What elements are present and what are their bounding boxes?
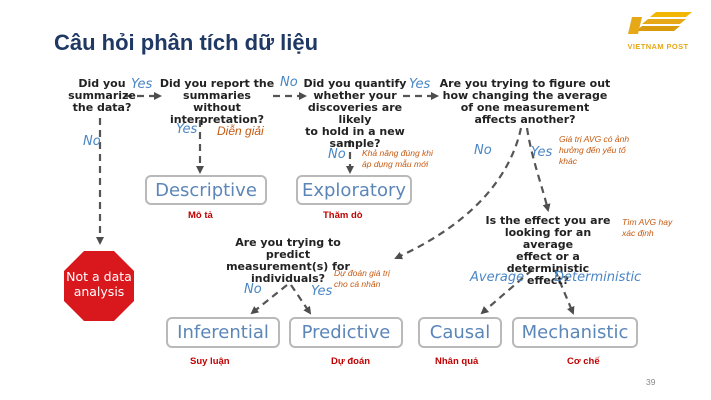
- answer-q1-yes: Yes: [131, 77, 153, 92]
- arrow-q5-to-mechanistic: [553, 269, 575, 315]
- arrow-q5-to-causal: [480, 269, 533, 315]
- box-causal: Causal: [418, 317, 502, 348]
- vn-label-descriptive: Mô tả: [188, 210, 213, 221]
- answer-q2-no: No: [280, 75, 298, 90]
- note-dien-giai: Diễn giải: [217, 124, 264, 138]
- logo-mark-icon: [628, 12, 692, 34]
- arrow-q4-to-q6: [394, 127, 523, 260]
- box-descriptive: Descriptive: [145, 175, 267, 205]
- vn-label-predictive: Dự đoán: [331, 356, 371, 367]
- page-number: 39: [646, 377, 656, 387]
- answer-q6-no: No: [244, 282, 262, 297]
- logo-text: VIETNAM POST: [627, 42, 689, 51]
- answer-q3-yes: Yes: [409, 77, 431, 92]
- answer-q3-no: No: [328, 147, 346, 162]
- box-predictive: Predictive: [289, 317, 403, 348]
- answer-q6-yes: Yes: [311, 284, 333, 299]
- box-exploratory: Exploratory: [296, 175, 412, 205]
- slide-title: Câu hỏi phân tích dữ liệu: [54, 30, 319, 55]
- answer-q2-yes: Yes: [176, 122, 198, 137]
- stop-octagon-icon: [64, 251, 134, 321]
- vn-label-inferential: Suy luận: [190, 356, 230, 367]
- vn-label-exploratory: Thăm dò: [323, 210, 363, 221]
- vn-label-causal: Nhân quả: [435, 356, 479, 367]
- answer-q4-yes: Yes: [531, 145, 553, 160]
- box-inferential: Inferential: [166, 317, 280, 348]
- answer-q4-no: No: [474, 143, 492, 158]
- arrow-q4-to-q5: [525, 127, 551, 212]
- arrow-q6-to-predictive: [290, 284, 312, 315]
- answer-average: Average: [470, 270, 525, 285]
- vn-label-mechanistic: Cơ chế: [567, 356, 600, 367]
- vietnam-post-logo: VIETNAM POST: [616, 10, 700, 55]
- answer-deterministic: Deterministic: [554, 270, 642, 285]
- answer-q1-no: No: [83, 134, 101, 149]
- arrow-q6-to-inferential: [250, 284, 288, 315]
- box-mechanistic: Mechanistic: [512, 317, 638, 348]
